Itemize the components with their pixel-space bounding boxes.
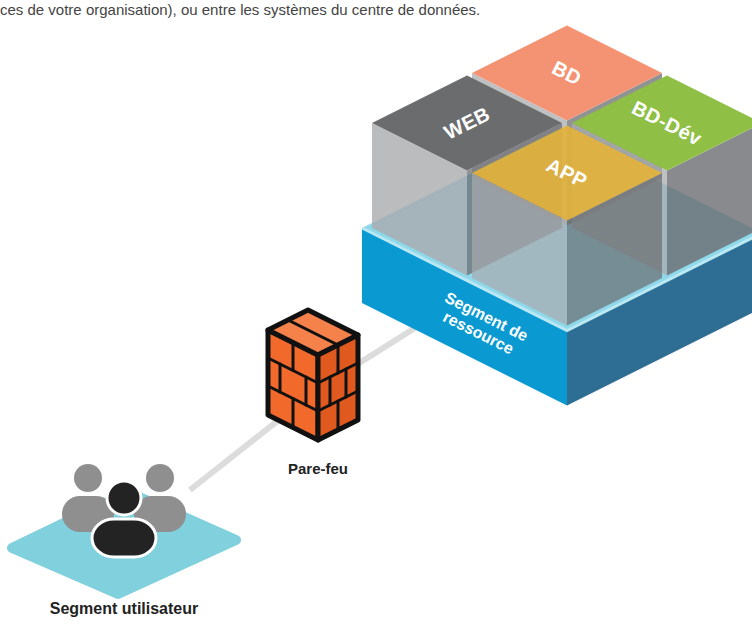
brick-joints xyxy=(268,320,358,429)
node-label: Pare-feu xyxy=(288,460,348,478)
app-cube xyxy=(472,126,662,326)
brick-line xyxy=(337,401,340,429)
web-cube: WEB xyxy=(441,102,494,143)
brick-line xyxy=(329,377,332,405)
brick-line xyxy=(345,369,348,397)
connector-line xyxy=(190,415,285,490)
app-cube: APP xyxy=(543,154,591,193)
cube-top xyxy=(472,126,662,221)
person-head xyxy=(74,464,102,492)
person-body xyxy=(92,519,156,557)
segment-label: Segment de ressource xyxy=(429,286,535,364)
person-head xyxy=(107,481,141,515)
brick-line xyxy=(288,320,338,345)
cube-label: BD-Dév xyxy=(628,96,705,149)
firewall-icon xyxy=(268,310,358,440)
user-segment: Segment utilisateur xyxy=(12,490,236,594)
brick-line xyxy=(292,343,295,371)
firewall-side xyxy=(318,335,358,440)
cube-label: WEB xyxy=(441,102,494,143)
note-text: ces de votre organisation), ou entre les… xyxy=(0,1,480,18)
resource-segment: Segment de ressource BD WEB BD-DévAPP xyxy=(420,25,752,415)
cube-label: BD xyxy=(549,56,586,89)
user-icon xyxy=(12,464,236,594)
cube-label: APP xyxy=(543,154,591,193)
connector-line xyxy=(351,325,420,369)
brick-line xyxy=(279,364,282,392)
brick-line xyxy=(292,399,295,428)
dev-database-cube: BD-Dév xyxy=(628,96,705,149)
firewall: Pare-feu xyxy=(285,300,351,478)
person-head xyxy=(146,464,174,492)
brick-line xyxy=(305,377,308,405)
node-label: Segment utilisateur xyxy=(50,600,198,618)
database-cube: BD xyxy=(549,56,586,89)
brick-line xyxy=(337,345,340,373)
